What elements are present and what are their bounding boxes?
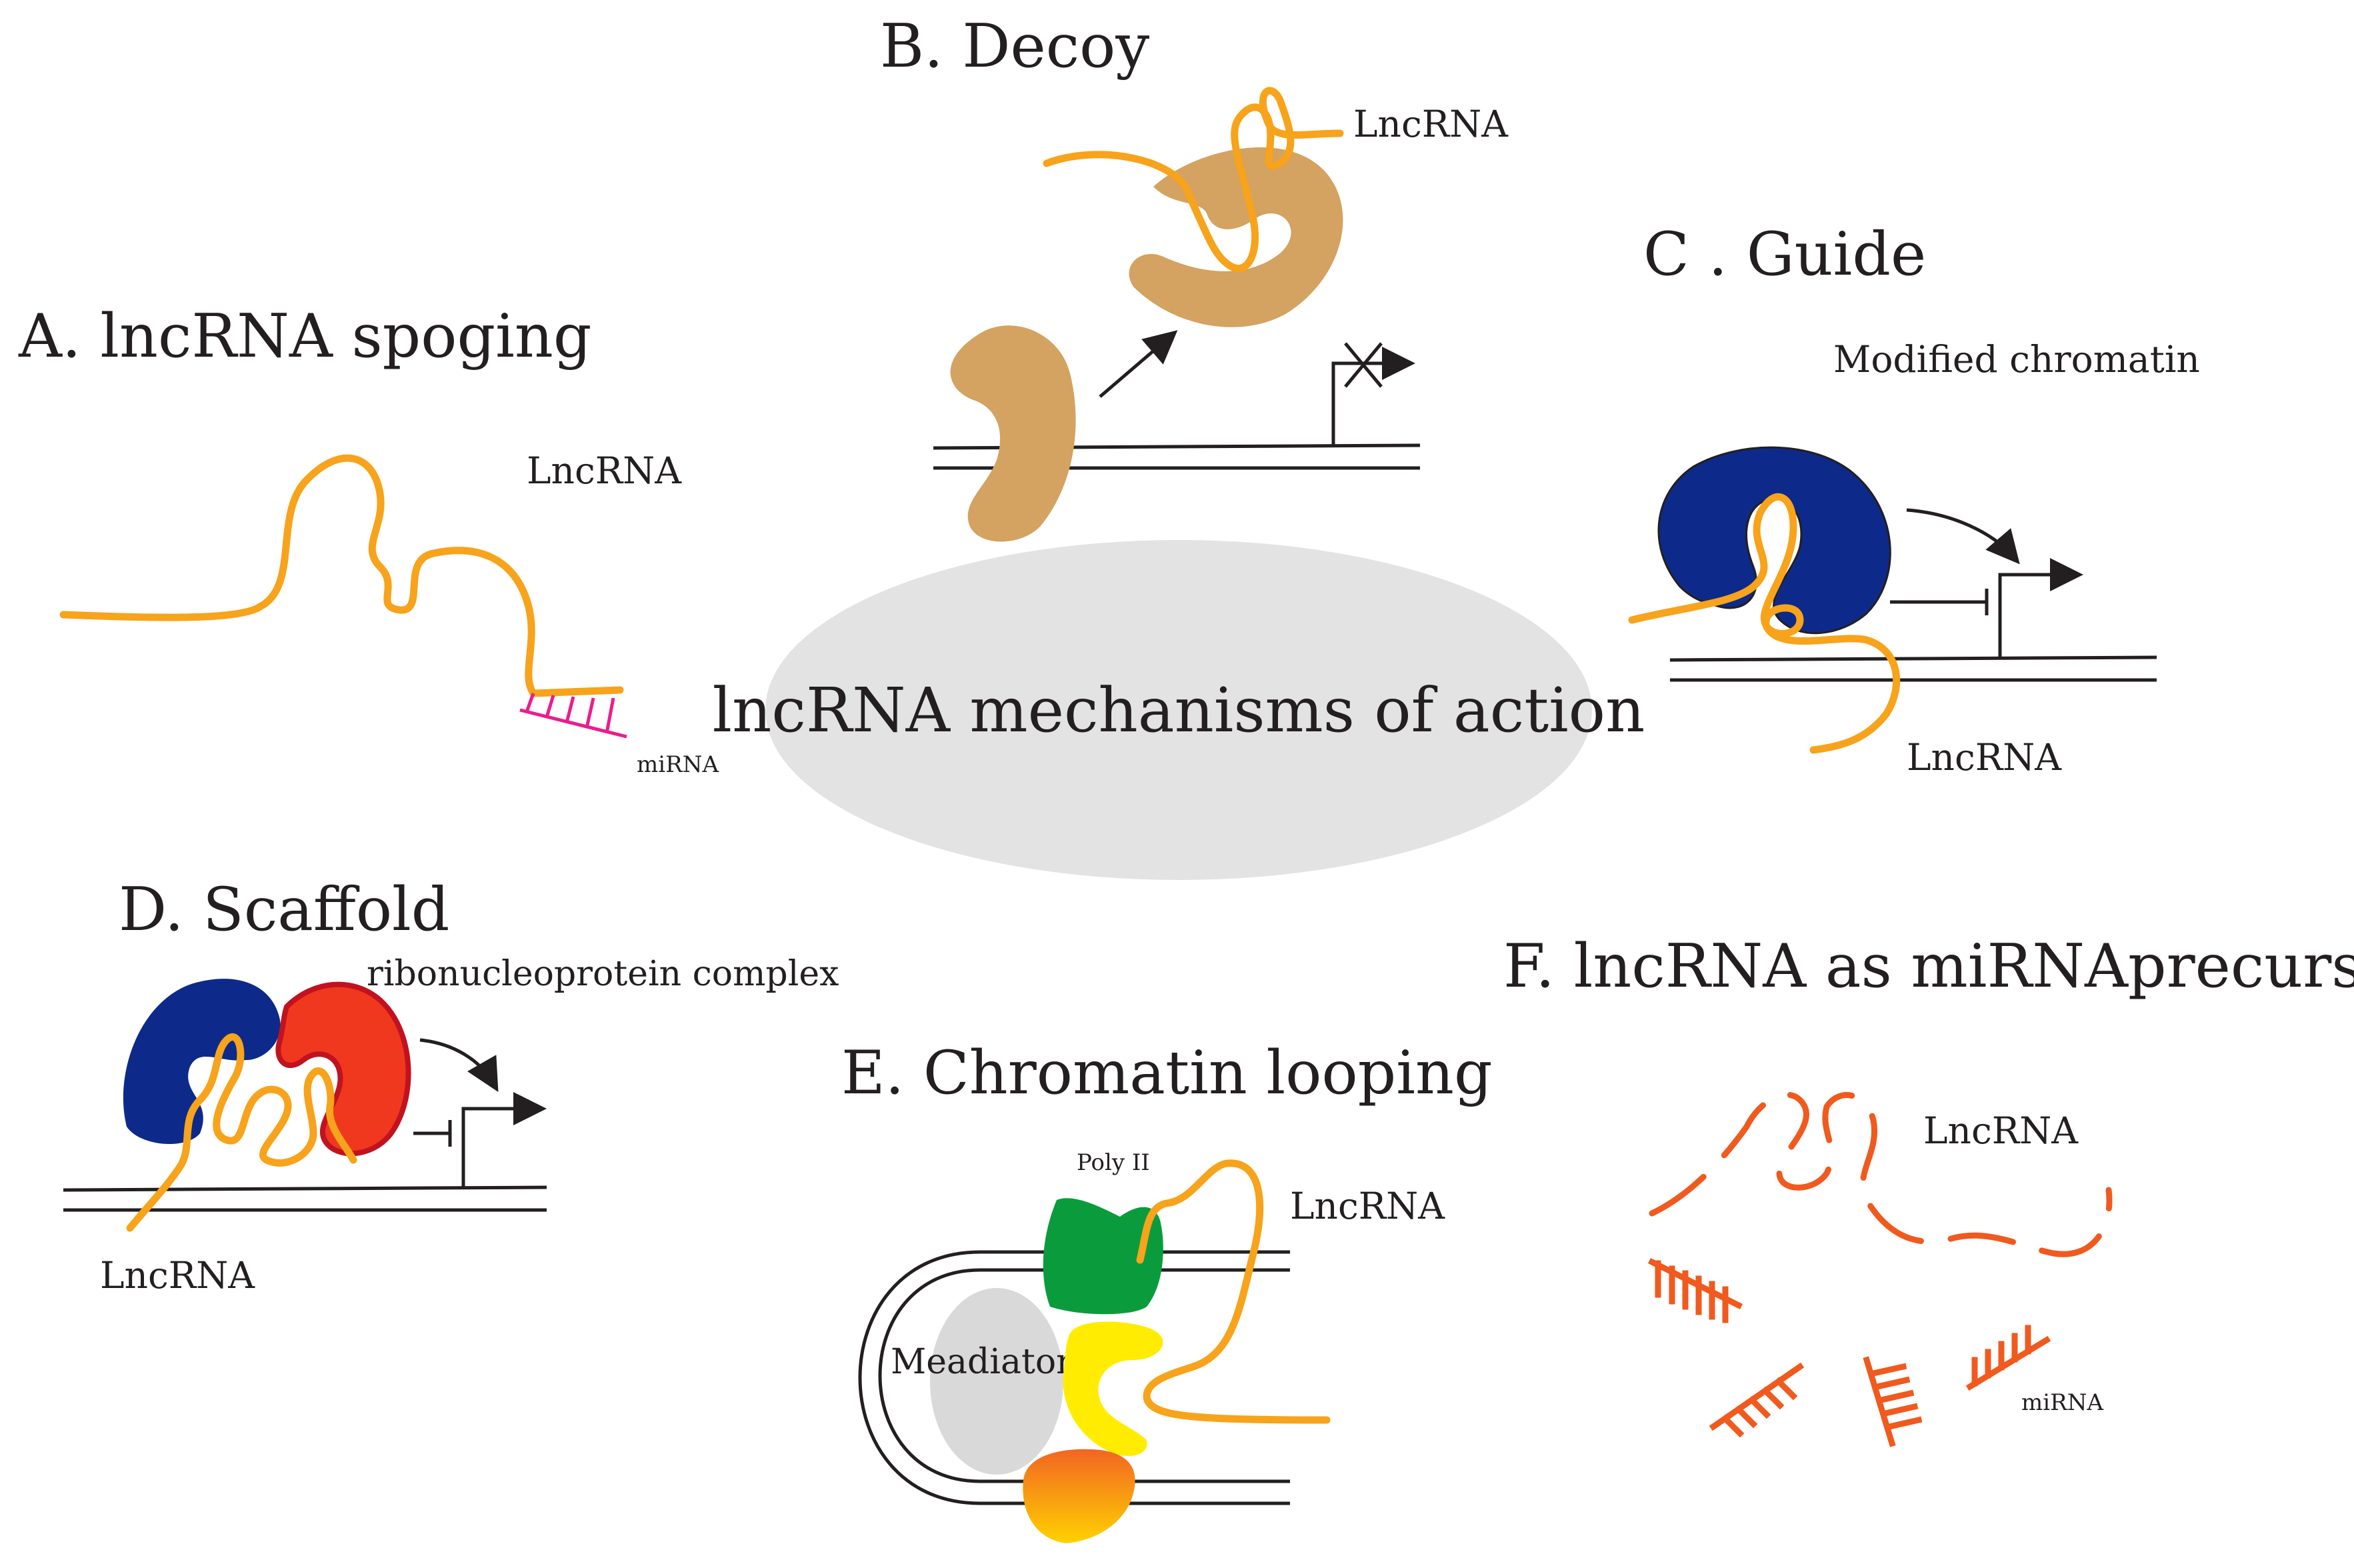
panel-c-chromatin-label: Modified chromatin bbox=[1833, 338, 2200, 381]
panel-d-lncrna-strand bbox=[126, 1033, 357, 1232]
panel-f-mirna-fragment-2 bbox=[1709, 1362, 1805, 1438]
panel-b-blocked-mark bbox=[1344, 342, 1383, 388]
panel-d-promoter-arrow bbox=[461, 1092, 547, 1187]
panel-d-blue-protein bbox=[123, 979, 281, 1145]
panel-e-mediator bbox=[930, 1288, 1063, 1475]
panel-d-repression-line bbox=[413, 1120, 452, 1147]
panel-e-orange-factor bbox=[1023, 1449, 1135, 1543]
panel-e-pol-ii bbox=[1043, 1198, 1163, 1315]
panel-f-lncrna-fragments bbox=[1649, 1091, 2113, 1257]
panel-c-activation-arrow bbox=[1906, 508, 2020, 565]
panel-c-promoter-arrow bbox=[1998, 558, 2083, 657]
center-node: lncRNA mechanisms of action bbox=[713, 540, 1645, 880]
panel-c-lncrna-strand bbox=[1628, 493, 1901, 754]
panel-c-lncrna-label: LncRNA bbox=[1907, 736, 2062, 779]
panel-e-dna-loop-outer bbox=[858, 1250, 1290, 1505]
panel-c-dna-top bbox=[1669, 655, 2157, 662]
panel-e-mediator-label: Meadiator bbox=[891, 1342, 1073, 1382]
center-title: lncRNA mechanisms of action bbox=[713, 675, 1645, 746]
panel-e-heading: E. Chromatin looping bbox=[841, 1038, 1493, 1108]
panel-e-looping: E. Chromatin looping Poly II LncRNA Mead… bbox=[841, 1038, 1493, 1543]
panel-a-lncrna-label: LncRNA bbox=[527, 449, 682, 492]
panel-b-release-arrow bbox=[1099, 330, 1178, 398]
panel-c-chromatin-protein bbox=[1657, 446, 1891, 635]
panel-a-heading: A. lncRNA spoging bbox=[18, 301, 591, 371]
panel-e-pol-label: Poly II bbox=[1077, 1149, 1150, 1176]
panel-f-precursor: F. lncRNA as miRNAprecursor LncRNA miRNA bbox=[1503, 931, 2354, 1447]
panel-b-lncrna-strand bbox=[1043, 87, 1344, 272]
panel-d-dna-top bbox=[63, 1185, 547, 1192]
panel-d-heading: D. Scaffold bbox=[119, 875, 449, 945]
panel-b-promoter-arrow bbox=[1331, 347, 1415, 445]
panel-d-activation-arrow bbox=[419, 1038, 499, 1093]
panel-c-repression-line bbox=[1890, 589, 1989, 615]
panel-e-lncrna-strand bbox=[1136, 1159, 1331, 1424]
panel-c-guide: C . Guide Modified chromatin LncRNA bbox=[1628, 219, 2200, 779]
panel-e-dna-loop-inner bbox=[878, 1268, 1290, 1483]
panel-b-lncrna-label: LncRNA bbox=[1353, 103, 1509, 145]
panel-b-heading: B. Decoy bbox=[880, 11, 1149, 81]
panel-f-lncrna-label: LncRNA bbox=[1923, 1109, 2079, 1152]
center-ellipse bbox=[765, 540, 1592, 880]
panel-a-mirna-icon bbox=[519, 693, 627, 739]
panel-c-heading: C . Guide bbox=[1643, 219, 1926, 289]
panel-b-decoy: B. Decoy LncRNA bbox=[880, 11, 1509, 542]
panel-b-bound-protein bbox=[950, 325, 1076, 542]
panel-f-mirna-fragment-4 bbox=[1965, 1325, 2051, 1391]
panel-a-lncrna-strand bbox=[59, 454, 624, 697]
panel-f-mirna-fragment-3 bbox=[1863, 1356, 1923, 1447]
panel-f-heading: F. lncRNA as miRNAprecursor bbox=[1503, 931, 2354, 1001]
panel-a-mirna-label: miRNA bbox=[637, 751, 719, 778]
panel-e-yellow-factor bbox=[1063, 1321, 1163, 1456]
panel-d-lncrna-label: LncRNA bbox=[100, 1254, 255, 1297]
panel-f-mirna-label: miRNA bbox=[2021, 1389, 2103, 1416]
panel-e-lncrna-label: LncRNA bbox=[1290, 1185, 1445, 1227]
panel-d-complex-label: ribonucleoprotein complex bbox=[367, 954, 839, 994]
panel-b-released-protein bbox=[1129, 147, 1343, 327]
panel-f-mirna-fragment-1 bbox=[1647, 1257, 1743, 1323]
panel-a-sponging: A. lncRNA spoging LncRNA miRNA bbox=[18, 301, 719, 778]
panel-d-red-protein bbox=[275, 981, 411, 1157]
panel-d-scaffold: D. Scaffold ribonucleoprotein complex Ln… bbox=[63, 875, 839, 1297]
